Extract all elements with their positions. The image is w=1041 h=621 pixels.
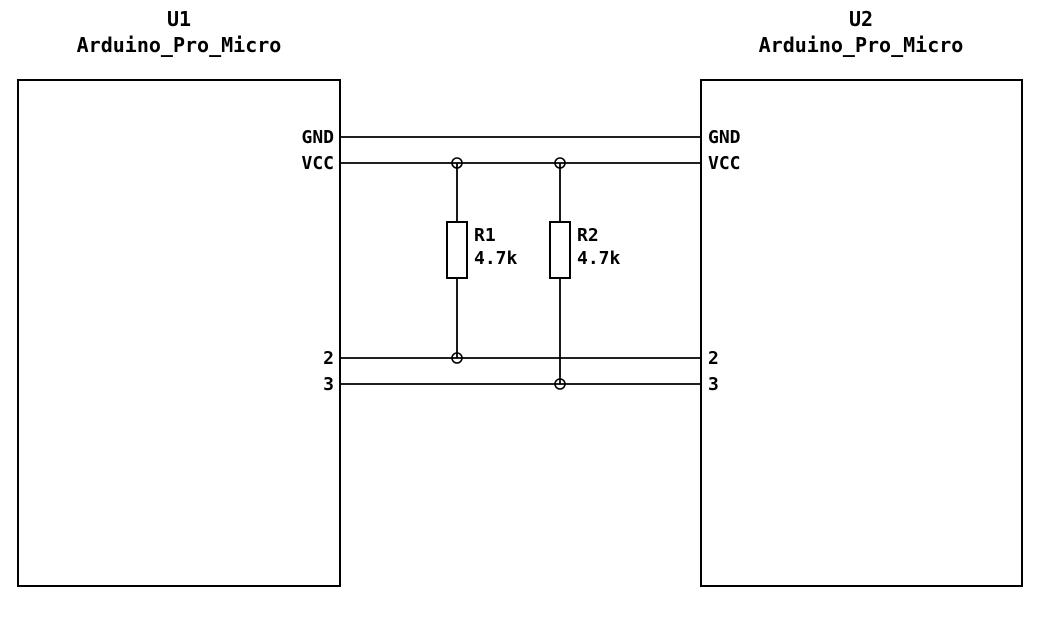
resistor-r2: R2 4.7k [549,163,621,384]
resistor-r1-ref: R1 [474,225,496,246]
component-u1-ref: U1 [167,7,191,31]
junction-r2-vcc[interactable] [554,157,566,169]
pin-label-u2-gnd: GND [708,127,741,148]
component-u2-body[interactable] [700,79,1023,587]
pin-label-u1-2: 2 [323,348,334,369]
component-u2-ref: U2 [849,7,873,31]
pin-label-u2-3: 3 [708,374,719,395]
resistor-r2-ref: R2 [577,225,599,246]
pin-label-u2-vcc: VCC [708,153,741,174]
junction-r1-vcc[interactable] [451,157,463,169]
component-u1-value: Arduino_Pro_Micro [77,33,282,57]
component-u2: U2 Arduino_Pro_Micro GND VCC 2 3 [700,7,1023,587]
resistor-r1-value: 4.7k [474,248,518,269]
pin-label-u1-gnd: GND [301,127,334,148]
junction-r2-pin3[interactable] [554,378,566,390]
pin-label-u1-3: 3 [323,374,334,395]
component-u1-body[interactable] [17,79,341,587]
pin-label-u1-vcc: VCC [301,153,334,174]
resistor-r2-value: 4.7k [577,248,621,269]
resistor-r1-body[interactable] [446,221,468,279]
pin-label-u2-2: 2 [708,348,719,369]
component-u1: U1 Arduino_Pro_Micro GND VCC 2 3 [17,7,341,587]
resistor-r1: R1 4.7k [446,163,518,358]
component-u2-value: Arduino_Pro_Micro [759,33,964,57]
resistor-r2-body[interactable] [549,221,571,279]
junction-r1-pin2[interactable] [451,352,463,364]
